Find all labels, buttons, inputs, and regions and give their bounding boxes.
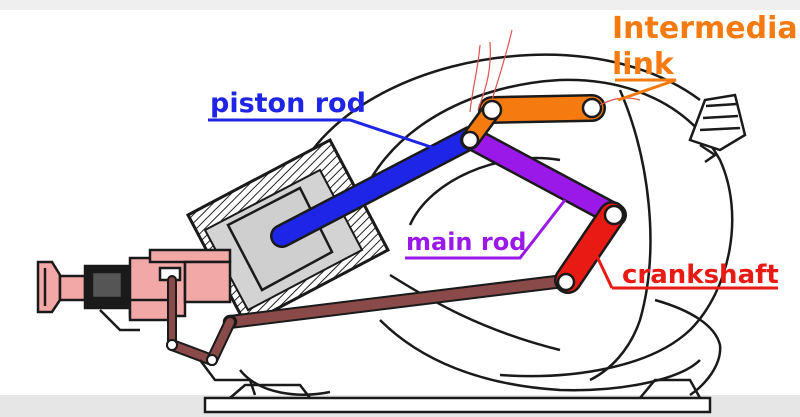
piston-rod-part (270, 126, 482, 248)
crankshaft-label: crankshaft (622, 260, 779, 290)
crankshaft-part (554, 201, 626, 294)
intake-assembly (36, 248, 232, 332)
main-rod-part (463, 128, 627, 227)
main-rod-label: main rod (406, 228, 526, 256)
base-plate (203, 378, 712, 414)
intermediary-label-line1: Intermediary (612, 11, 800, 46)
exhaust-outlet (688, 93, 747, 164)
piston-rod-label: piston rod (210, 88, 366, 119)
valve-linkage (166, 275, 257, 396)
leader-lines (208, 78, 778, 290)
engine-housing (239, 53, 734, 397)
intermediary-label-line2: link (612, 47, 675, 82)
lower-link-bar (223, 273, 579, 329)
sketch-marks (469, 29, 641, 113)
